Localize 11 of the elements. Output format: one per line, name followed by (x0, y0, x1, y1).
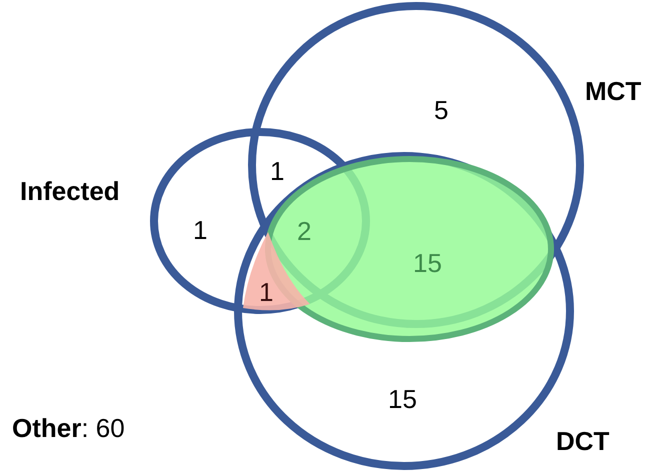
region-count: 15 (388, 384, 417, 414)
other-count: Other: 60 (12, 413, 125, 443)
set-label: Infected (20, 176, 120, 206)
set-label: MCT (585, 76, 642, 106)
region-count: 1 (259, 277, 274, 307)
region-count: 5 (434, 95, 448, 125)
region-count: 1 (270, 156, 284, 186)
set-label: DCT (556, 426, 610, 456)
region-count: 1 (193, 215, 208, 245)
region-count: 15 (413, 248, 442, 278)
region-count: 2 (297, 216, 312, 246)
